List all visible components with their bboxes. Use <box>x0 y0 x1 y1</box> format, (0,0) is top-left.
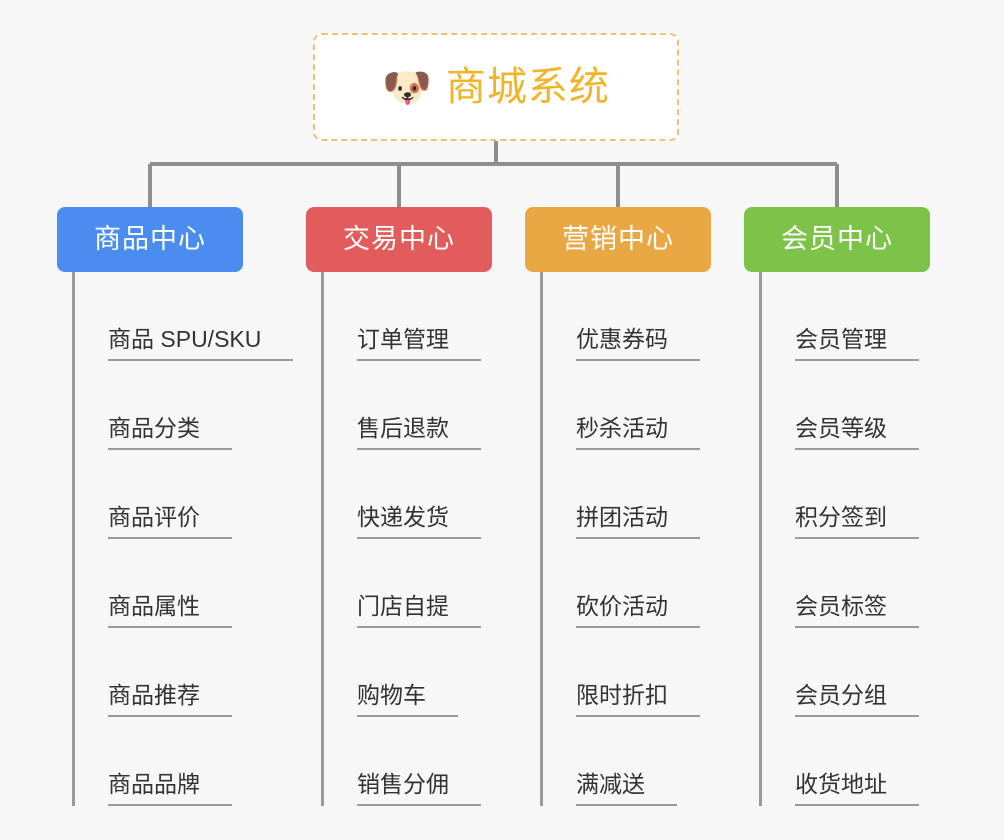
branch-label: 交易中心 <box>343 224 455 254</box>
leaf-label: 售后退款 <box>357 417 481 450</box>
leaf-label: 商品品牌 <box>108 773 232 806</box>
list-item[interactable]: 商品评价 <box>75 450 293 539</box>
list-item[interactable]: 收货地址 <box>762 717 930 806</box>
list-item[interactable]: 优惠券码 <box>543 272 711 361</box>
list-item[interactable]: 会员标签 <box>762 539 930 628</box>
leaf-label: 门店自提 <box>357 595 481 628</box>
leaf-label: 购物车 <box>357 684 458 717</box>
leaf-label: 会员标签 <box>795 595 919 628</box>
leaf-label: 秒杀活动 <box>576 417 700 450</box>
list-item[interactable]: 门店自提 <box>324 539 492 628</box>
list-item[interactable]: 购物车 <box>324 628 492 717</box>
leaf-label: 商品属性 <box>108 595 232 628</box>
branch-header-member-center[interactable]: 会员中心 <box>744 207 930 272</box>
list-item[interactable]: 商品属性 <box>75 539 293 628</box>
root-node[interactable]: 🐶 商城系统 <box>313 33 679 141</box>
list-item[interactable]: 拼团活动 <box>543 450 711 539</box>
list-item[interactable]: 砍价活动 <box>543 539 711 628</box>
list-item[interactable]: 商品分类 <box>75 361 293 450</box>
leaf-label: 满减送 <box>576 773 677 806</box>
list-item[interactable]: 快递发货 <box>324 450 492 539</box>
branch-items-marketing-center: 优惠券码 秒杀活动 拼团活动 砍价活动 限时折扣 满减送 <box>540 272 711 806</box>
leaf-label: 会员分组 <box>795 684 919 717</box>
leaf-label: 商品 SPU/SKU <box>108 328 294 361</box>
branch-product-center: 商品中心 商品 SPU/SKU 商品分类 商品评价 商品属性 商品推荐 商品品牌 <box>57 207 294 806</box>
leaf-label: 优惠券码 <box>576 328 700 361</box>
leaf-label: 会员等级 <box>795 417 919 450</box>
branch-items-product-center: 商品 SPU/SKU 商品分类 商品评价 商品属性 商品推荐 商品品牌 <box>72 272 294 806</box>
leaf-label: 订单管理 <box>357 328 481 361</box>
list-item[interactable]: 会员等级 <box>762 361 930 450</box>
list-item[interactable]: 满减送 <box>543 717 711 806</box>
branch-items-trade-center: 订单管理 售后退款 快递发货 门店自提 购物车 销售分佣 <box>321 272 492 806</box>
list-item[interactable]: 会员分组 <box>762 628 930 717</box>
list-item[interactable]: 秒杀活动 <box>543 361 711 450</box>
leaf-label: 拼团活动 <box>576 506 700 539</box>
list-item[interactable]: 积分签到 <box>762 450 930 539</box>
list-item[interactable]: 订单管理 <box>324 272 492 361</box>
leaf-label: 商品分类 <box>108 417 232 450</box>
list-item[interactable]: 售后退款 <box>324 361 492 450</box>
leaf-label: 商品评价 <box>108 506 232 539</box>
branch-header-product-center[interactable]: 商品中心 <box>57 207 243 272</box>
list-item[interactable]: 销售分佣 <box>324 717 492 806</box>
dog-face-icon: 🐶 <box>382 66 432 110</box>
branch-label: 营销中心 <box>562 224 674 254</box>
branch-header-marketing-center[interactable]: 营销中心 <box>525 207 711 272</box>
list-item[interactable]: 商品品牌 <box>75 717 293 806</box>
list-item[interactable]: 限时折扣 <box>543 628 711 717</box>
leaf-label: 砍价活动 <box>576 595 700 628</box>
leaf-label: 商品推荐 <box>108 684 232 717</box>
leaf-label: 会员管理 <box>795 328 919 361</box>
branch-marketing-center: 营销中心 优惠券码 秒杀活动 拼团活动 砍价活动 限时折扣 满减送 <box>525 207 711 806</box>
leaf-label: 限时折扣 <box>576 684 700 717</box>
branch-header-trade-center[interactable]: 交易中心 <box>306 207 492 272</box>
leaf-label: 快递发货 <box>357 506 481 539</box>
branch-items-member-center: 会员管理 会员等级 积分签到 会员标签 会员分组 收货地址 <box>759 272 930 806</box>
leaf-label: 积分签到 <box>795 506 919 539</box>
root-title: 商城系统 <box>445 65 610 109</box>
branch-member-center: 会员中心 会员管理 会员等级 积分签到 会员标签 会员分组 收货地址 <box>744 207 930 806</box>
leaf-label: 收货地址 <box>795 773 919 806</box>
leaf-label: 销售分佣 <box>357 773 481 806</box>
branch-label: 商品中心 <box>94 224 206 254</box>
branch-label: 会员中心 <box>781 224 893 254</box>
branch-trade-center: 交易中心 订单管理 售后退款 快递发货 门店自提 购物车 销售分佣 <box>306 207 492 806</box>
list-item[interactable]: 商品推荐 <box>75 628 293 717</box>
list-item[interactable]: 会员管理 <box>762 272 930 361</box>
list-item[interactable]: 商品 SPU/SKU <box>75 272 294 361</box>
